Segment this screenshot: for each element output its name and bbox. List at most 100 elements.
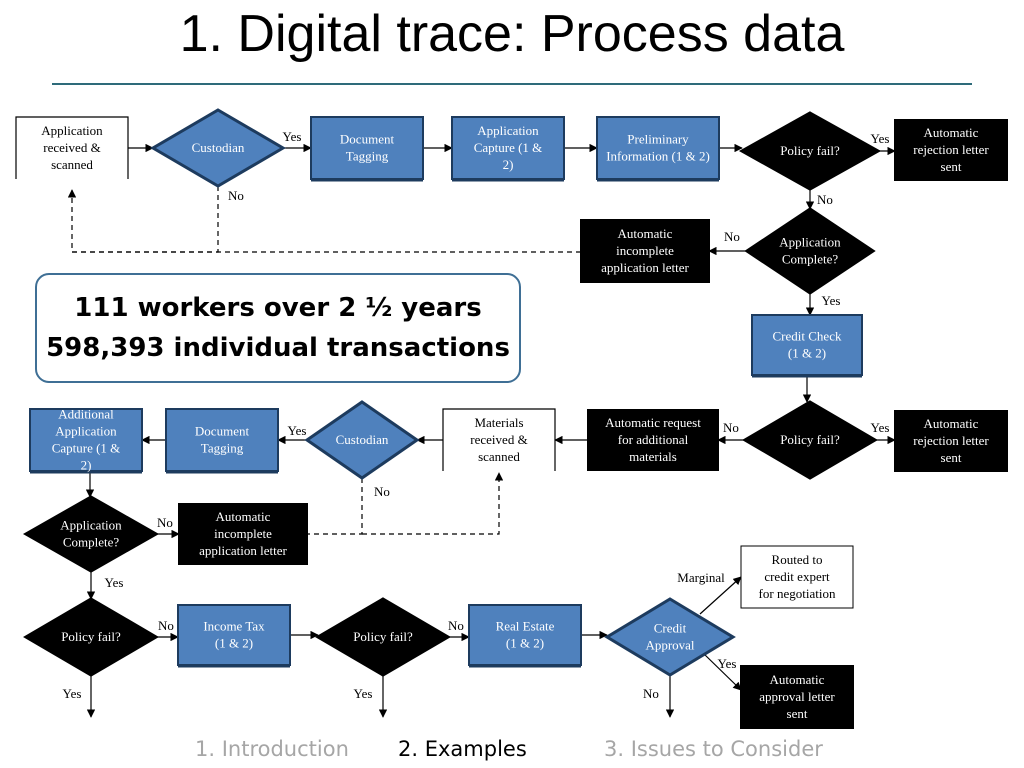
real-estate-box-label-line: Real Estate — [496, 619, 555, 634]
document-tagging-box-label-line: Document — [195, 424, 250, 439]
no-label: No — [158, 618, 174, 633]
application-complete-decision-label-line: Application — [779, 235, 841, 250]
real-estate-box: Real Estate (1 & 2) — [468, 604, 582, 668]
custodian-decision: Custodian — [150, 108, 286, 188]
policy-fail-decision-label-line: Policy fail? — [780, 143, 840, 158]
credit-check-box: Credit Check(1 & 2) — [751, 314, 863, 378]
stat-transactions: 598,393 individual transactions — [46, 333, 510, 363]
nav-item-introduction[interactable]: 1. Introduction — [195, 737, 349, 761]
stat-workers: 111 workers over 2 ½ years — [74, 293, 482, 323]
additional-application-capture-box-label-line: Application — [55, 424, 117, 439]
no-label: No — [374, 484, 390, 499]
custodian-decision-label-line: Custodian — [192, 140, 245, 155]
yes-label: Yes — [871, 420, 890, 435]
no-label: No — [643, 686, 659, 701]
automatic-rejection-box-label-line: Automatic — [924, 125, 979, 140]
automatic-rejection-box: Automatic rejection letter sent — [894, 410, 1008, 472]
credit-approval-decision-label-line: Credit — [654, 621, 687, 636]
policy-fail-decision-label-line: Policy fail? — [61, 629, 121, 644]
income-tax-box: Income Tax (1 & 2) — [177, 604, 291, 668]
automatic-approval-box-label-line: approval letter — [759, 689, 835, 704]
real-estate-box-label-line: (1 & 2) — [506, 636, 544, 651]
no-label: No — [817, 192, 833, 207]
policy-fail-decision: Policy fail? — [738, 111, 882, 191]
page-title: 1. Digital trace: Process data — [179, 5, 845, 63]
application-complete-decision-label-line: Complete? — [782, 252, 839, 267]
materials-received-box-label-line: Materials — [474, 415, 523, 430]
automatic-rejection-box-label-line: rejection letter — [913, 142, 989, 157]
application-complete-decision-label-line: Application — [60, 518, 122, 533]
automatic-approval-box-label-line: Automatic — [770, 672, 825, 687]
policy-fail-decision: Policy fail? — [742, 400, 878, 480]
income-tax-box-label-line: Income Tax — [203, 619, 265, 634]
custodian-decision-label-line: Custodian — [336, 432, 389, 447]
flow-connector — [67, 186, 219, 253]
policy-fail-decision-label-line: Policy fail? — [780, 432, 840, 447]
automatic-request-box-label-line: Automatic request — [605, 415, 701, 430]
nav-item-issues[interactable]: 3. Issues to Consider — [604, 737, 823, 761]
policy-fail-decision: Policy fail? — [315, 597, 451, 677]
automatic-request-box: Automatic request for additional materials — [587, 409, 719, 471]
flow-connector — [307, 478, 363, 535]
automatic-incomplete-box-label-line: application letter — [199, 543, 287, 558]
application-capture-box-label-line: Application — [477, 123, 539, 138]
yes-label: Yes — [354, 686, 373, 701]
no-label: No — [228, 188, 244, 203]
no-label: No — [723, 420, 739, 435]
automatic-incomplete-box-label-line: incomplete — [616, 243, 674, 258]
automatic-incomplete-box-label-line: application letter — [601, 260, 689, 275]
no-label: No — [157, 515, 173, 530]
automatic-request-box-label-line: for additional — [618, 432, 689, 447]
automatic-request-box-label-line: materials — [629, 449, 677, 464]
credit-check-box-label-line: Credit Check — [773, 329, 842, 344]
application-received-box-label-line: Application — [41, 123, 103, 138]
application-complete-decision-label-line: Complete? — [63, 535, 120, 550]
additional-application-capture-box-label-line: Capture (1 & — [52, 441, 121, 456]
application-capture-box-label-line: Capture (1 & — [474, 140, 543, 155]
yes-label: Yes — [822, 293, 841, 308]
preliminary-information-box-label-line: Information (1 & 2) — [606, 149, 710, 164]
document-tagging-box-label-line: Tagging — [346, 149, 389, 164]
yes-label: Yes — [871, 131, 890, 146]
automatic-incomplete-box-label-line: incomplete — [214, 526, 272, 541]
materials-received-box-label-line: received & — [470, 432, 527, 447]
custodian-decision: Custodian — [304, 400, 420, 480]
policy-fail-decision: Policy fail? — [23, 597, 159, 677]
document-tagging-box-label-line: Tagging — [201, 441, 244, 456]
flow-connector — [699, 576, 742, 615]
yes-label: Yes — [63, 686, 82, 701]
no-label: No — [448, 618, 464, 633]
automatic-approval-box-label-line: sent — [787, 706, 808, 721]
routed-to-credit-expert-box-label-line: Routed to — [772, 552, 823, 567]
statistics-callout: 111 workers over 2 ½ years 598,393 indiv… — [35, 273, 521, 383]
marginal-label: Marginal — [677, 570, 725, 585]
additional-application-capture-box-label-line: Additional — [58, 407, 114, 422]
automatic-rejection-box-label-line: sent — [941, 450, 962, 465]
income-tax-box-label-line: (1 & 2) — [215, 636, 253, 651]
automatic-rejection-box-label-line: Automatic — [924, 416, 979, 431]
automatic-approval-box: Automatic approval letter sent — [740, 665, 854, 729]
policy-fail-decision-label-line: Policy fail? — [353, 629, 413, 644]
application-received-box-label-line: scanned — [51, 157, 93, 172]
application-received-box-label-line: received & — [43, 140, 100, 155]
yes-label: Yes — [283, 129, 302, 144]
title-divider — [52, 83, 972, 85]
additional-application-capture-box-label-line: 2) — [81, 458, 92, 473]
automatic-rejection-box-label-line: rejection letter — [913, 433, 989, 448]
yes-label: Yes — [105, 575, 124, 590]
nav-item-examples[interactable]: 2. Examples — [398, 737, 527, 761]
application-received-box: Application received & scanned — [15, 116, 129, 179]
application-capture-box-label-line: 2) — [503, 157, 514, 172]
credit-approval-decision-label-line: Approval — [645, 638, 694, 653]
